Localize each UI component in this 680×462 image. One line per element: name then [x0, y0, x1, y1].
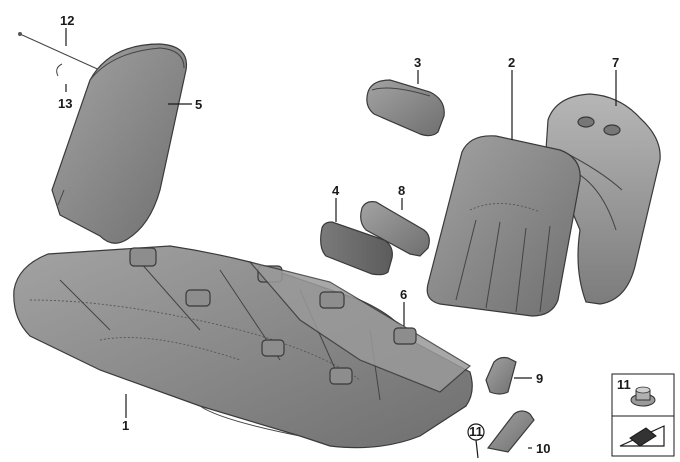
backrest-cover-part	[426, 135, 581, 317]
callout-4: 4	[332, 183, 340, 198]
hinge-bracket-part	[486, 410, 535, 453]
callout-8: 8	[398, 183, 405, 198]
side-bolster-part	[51, 43, 188, 244]
headrest-pad-part	[366, 79, 445, 137]
clip-part	[56, 63, 63, 77]
wire-rod-part	[18, 32, 106, 74]
callout-9: 9	[536, 371, 543, 386]
callout-7: 7	[612, 55, 619, 70]
seat-frame-part	[248, 260, 472, 393]
nut-icon	[630, 386, 656, 407]
armrest-pad-part	[360, 201, 430, 257]
wedge-symbol-icon	[619, 425, 665, 447]
leader-lines	[65, 28, 617, 449]
callout-5: 5	[195, 97, 202, 112]
callout-1: 1	[122, 418, 129, 433]
callout-3: 3	[414, 55, 421, 70]
callout-2: 2	[508, 55, 515, 70]
bracket-part	[485, 356, 517, 395]
legend-label-11: 11	[617, 377, 631, 392]
callout-13: 13	[58, 96, 72, 111]
legend-box: 11	[611, 373, 675, 457]
callout-12: 12	[60, 13, 74, 28]
callout-6: 6	[400, 287, 407, 302]
callout-10: 10	[536, 441, 550, 456]
nut-reference: 11	[467, 423, 485, 459]
callout-11-circled: 11	[469, 424, 483, 439]
armrest-cover-part	[320, 221, 393, 276]
